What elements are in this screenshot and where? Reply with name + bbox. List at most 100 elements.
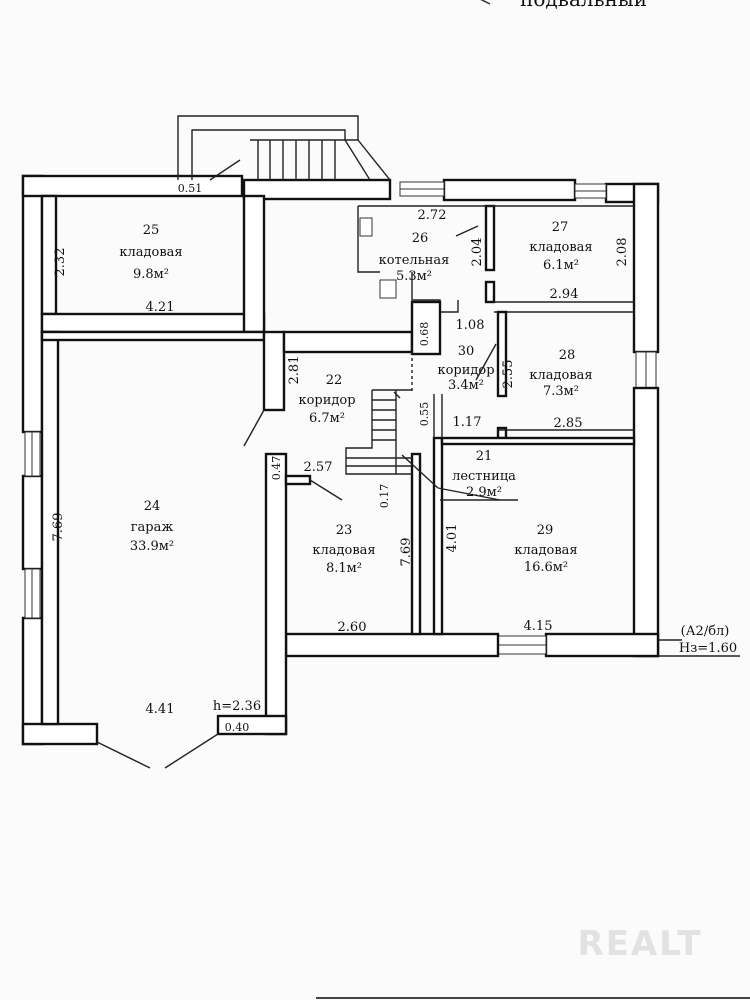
interior-staircase [345, 346, 518, 501]
dimension-label: 4.41 [146, 702, 175, 717]
room-30-label: 30 коридор 3.4м² [437, 344, 494, 393]
header-mark [480, 0, 491, 5]
dimension-label: 2.57 [304, 460, 333, 475]
dimension-label: 2.81 [287, 356, 302, 385]
room-area: 3.4м² [448, 378, 484, 393]
room-24-label: 24 гараж 33.9м² [130, 499, 174, 554]
room-27-label: 27 кладовая 6.1м² [529, 220, 592, 273]
room-number: 24 [144, 499, 161, 514]
wall-27-left [484, 204, 496, 272]
wall-left-mid [21, 474, 44, 571]
room-name: гараж [131, 520, 174, 535]
room-area: 16.6м² [524, 560, 568, 575]
room-name: кладовая [514, 543, 577, 558]
dimension-label: 2.85 [554, 416, 583, 431]
wall-right-lower [632, 386, 660, 658]
room-23-label: 23 кладовая 8.1м² [312, 523, 375, 576]
dimension-label: 2.32 [53, 248, 68, 277]
dimension-label: 1.08 [456, 318, 485, 333]
wall-bottom-garage-right [216, 714, 288, 736]
room-number: 27 [552, 220, 569, 235]
wall-bottom-mid [284, 632, 500, 658]
room-number: 23 [336, 523, 353, 538]
room-number: 29 [537, 523, 554, 538]
dimension-label: 2.55 [501, 360, 516, 389]
dimension-labels: 0.51 2.32 4.21 2.72 2.04 2.08 2.94 0.68 … [51, 182, 630, 734]
room-number: 26 [412, 231, 429, 246]
room-area: 5.3м² [396, 269, 432, 284]
dimension-label: 0.40 [225, 721, 250, 734]
room-22-label: 22 коридор 6.7м² [298, 373, 355, 426]
ceiling-height-label: h=2.36 [213, 699, 261, 714]
watermark-logo: REALT [578, 924, 703, 964]
wall-23-left [264, 452, 288, 736]
dimension-label: 4.01 [445, 524, 460, 553]
dimension-label: 7.69 [399, 538, 414, 567]
wall-26-bottom [410, 300, 442, 356]
garage-door-swing [243, 409, 265, 447]
wall-top-mid [242, 178, 392, 201]
dimension-label: 0.51 [178, 182, 203, 195]
room-29-label: 29 кладовая 16.6м² [514, 523, 577, 575]
wall-25-bottom [40, 312, 266, 334]
room-number: 30 [458, 344, 475, 359]
wall-bottom-right [544, 632, 660, 658]
dimension-label: 2.08 [615, 238, 630, 267]
dimension-label: 2.04 [470, 238, 485, 267]
room-name: кладовая [119, 245, 182, 260]
room-number: 28 [559, 348, 576, 363]
wall-left-upper [21, 174, 44, 434]
room-name: коридор [437, 363, 494, 378]
floor-label: подвальный [520, 0, 647, 11]
room-name: кладовая [312, 543, 375, 558]
garage-door-right [164, 733, 219, 769]
room-number: 22 [326, 373, 343, 388]
dimension-label: 4.21 [146, 300, 175, 315]
boiler-unit-2 [379, 279, 397, 299]
wall-29-left [432, 436, 444, 636]
room-name: лестница [452, 469, 516, 484]
room-area: 6.7м² [309, 411, 345, 426]
wall-right-upper [632, 182, 660, 354]
wall-top-left [21, 174, 244, 198]
wall-bottom-garage-left [21, 722, 99, 746]
wall-22-top [282, 330, 414, 354]
room-name: кладовая [529, 368, 592, 383]
room-area: 8.1м² [326, 561, 362, 576]
wall-23-right [410, 452, 422, 636]
room-area: 2.9м² [466, 485, 502, 500]
room-25-label: 25 кладовая 9.8м² [119, 223, 182, 282]
wall-garage-right-upper [262, 330, 286, 412]
dimension-label: 4.15 [524, 619, 553, 634]
room-26-label: 26 котельная 5.3м² [379, 231, 450, 284]
entry-stair-outline [177, 115, 359, 180]
dimension-label: 2.72 [418, 208, 447, 223]
annotation-code: (А2/бл) [681, 624, 730, 639]
dimension-label: 1.17 [453, 415, 482, 430]
entry-stair-steps [250, 139, 358, 180]
room-area: 9.8м² [133, 267, 169, 282]
room-name: котельная [379, 253, 450, 268]
room-name: коридор [298, 393, 355, 408]
shelf-23 [284, 474, 312, 486]
room-number: 25 [143, 223, 160, 238]
dimension-label: 0.68 [418, 322, 431, 347]
room-21-label: 21 лестница 2.9м² [452, 449, 516, 500]
room-area: 6.1м² [543, 258, 579, 273]
dimension-label: 0.47 [270, 456, 283, 481]
room-number: 21 [476, 449, 493, 464]
room-area: 33.9м² [130, 539, 174, 554]
dimension-label: 2.94 [550, 287, 579, 302]
boiler-unit-1 [359, 217, 373, 237]
garage-door-left [96, 741, 151, 769]
room-name: кладовая [529, 240, 592, 255]
wall-25-right [242, 194, 266, 334]
dimension-label: 7.69 [51, 513, 66, 542]
room-28-label: 28 кладовая 7.3м² [529, 348, 592, 399]
dimension-label: 0.55 [418, 402, 431, 427]
wall-top-right [442, 178, 577, 202]
annotation-height: Hз=1.60 [679, 641, 737, 656]
dimension-label: 0.17 [378, 484, 391, 509]
wall-28-left [496, 310, 508, 398]
